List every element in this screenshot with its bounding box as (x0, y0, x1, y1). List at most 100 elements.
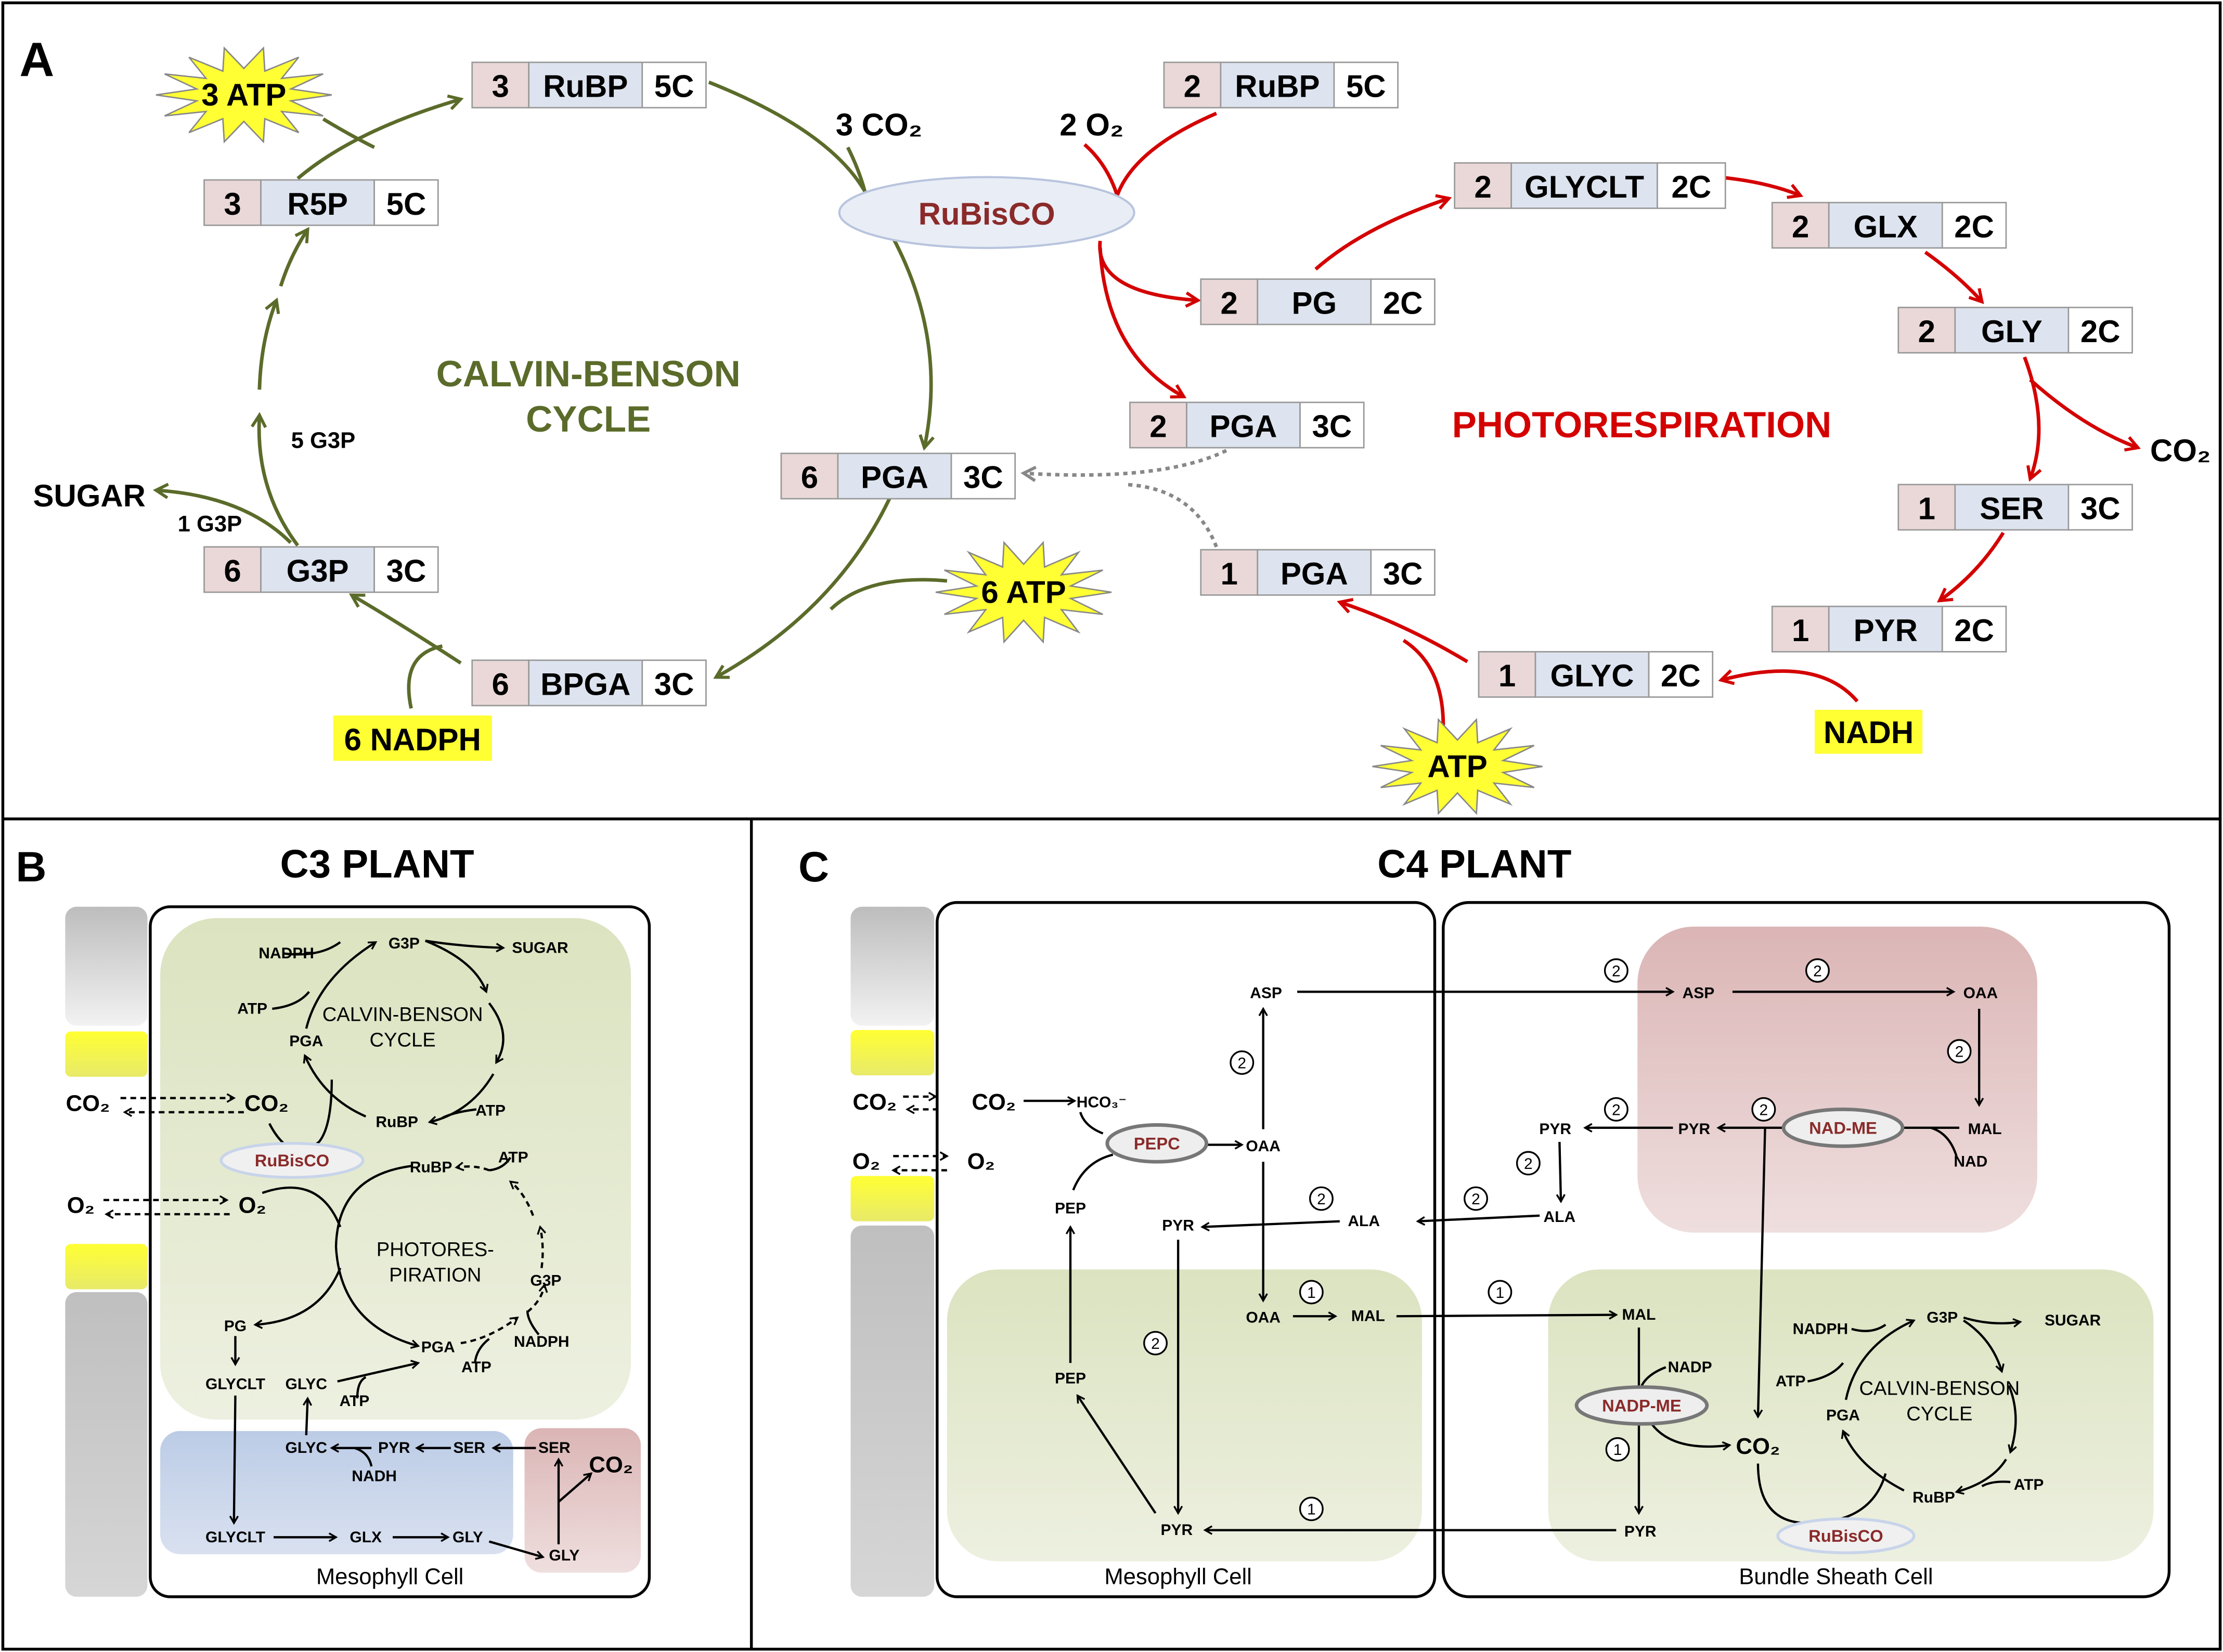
calvin-cycle-title: CYCLE (526, 399, 651, 440)
recycle-arrow (1127, 483, 1218, 548)
metabolite-name: PGA (1210, 409, 1277, 444)
pathway-marker-icon (1299, 1280, 1324, 1305)
reaction-arrow (1396, 1310, 1618, 1320)
metabolite-count: 1 (1221, 556, 1238, 591)
panel-letter: C (798, 843, 829, 891)
calvin-arrow (296, 94, 464, 180)
metabolite-label: PIRATION (389, 1264, 481, 1286)
count-cell (1454, 162, 1513, 209)
pathway-marker-label: 1 (1307, 1284, 1316, 1302)
carbon-count: 5C (654, 69, 694, 104)
metabolite-label: ATP (1776, 1373, 1806, 1390)
reaction-arrow (1416, 1214, 1540, 1226)
metabolite-label: ATP (498, 1149, 528, 1166)
sugar-label: SUGAR (33, 478, 146, 513)
reaction-arrow (1963, 1316, 2022, 1328)
metabolite-name: GLYC (1550, 658, 1634, 693)
carbon-count: 3C (2080, 491, 2121, 526)
metabolite-label: SUGAR (2045, 1312, 2101, 1329)
metabolite-label: ALA (1348, 1213, 1380, 1230)
cell-label: Mesophyll Cell (316, 1565, 464, 1590)
panel-letter: A (19, 32, 54, 86)
pathway-marker-icon (1805, 958, 1830, 983)
metabolite-label: NADPH (514, 1333, 570, 1350)
cell-label: Bundle Sheath Cell (1739, 1565, 1933, 1590)
nadh-label: NADH (1824, 715, 1914, 750)
pathway-marker-icon (1143, 1331, 1168, 1356)
metabolite-label: CO₂ (852, 1090, 897, 1115)
metabolite-label: NADP (1668, 1359, 1712, 1376)
metabolite-label: OAA (1246, 1309, 1281, 1326)
count-cell (471, 659, 530, 707)
rubisco-enzyme (219, 1142, 365, 1179)
photorespiration-arrow (1337, 597, 1468, 664)
pathway-marker-icon (1309, 1186, 1334, 1211)
co2-label: 3 CO₂ (836, 107, 923, 142)
metabolite-name: R5P (287, 187, 348, 222)
calvin-arrow (279, 227, 309, 287)
pathway-marker-label: 1 (1307, 1501, 1316, 1518)
metabolite-box (1897, 484, 2133, 531)
count-cell (1478, 651, 1536, 698)
pathway-marker-icon (1604, 1097, 1629, 1122)
metabolite-box (1454, 162, 1726, 209)
photorespiration-arrow (1936, 531, 2005, 603)
metabolite-label: MAL (1968, 1121, 2002, 1138)
reaction-arrow (302, 1396, 313, 1436)
metabolite-count: 1 (1498, 658, 1516, 693)
membrane-gray (65, 906, 148, 1026)
photorespiration-arrow (1314, 194, 1452, 271)
reaction-arrow (253, 1267, 342, 1329)
calvin-arrow (250, 412, 300, 547)
metabolite-label: CO₂ (589, 1452, 633, 1477)
reaction-arrow (473, 1338, 490, 1363)
photorespiration-arrow (1402, 639, 1445, 726)
metabolite-label: CALVIN-BENSON (1859, 1377, 2020, 1400)
reaction-arrow (354, 1447, 373, 1467)
metabolite-label: O₂ (239, 1193, 266, 1218)
carbon-count: 3C (963, 460, 1003, 495)
metabolite-box (780, 452, 1016, 500)
reaction-arrow (283, 941, 341, 956)
rubisco-label: RuBisCO (1808, 1526, 1883, 1545)
photorespiration-arrow (1718, 669, 1859, 703)
reaction-arrow (1650, 1423, 1731, 1451)
carbon-cell (1333, 61, 1399, 109)
metabolite-label: ATP (461, 1359, 492, 1376)
metabolite-label: PEP (1055, 1370, 1086, 1387)
metabolite-count: 6 (801, 460, 818, 495)
rubisco-label: RuBisCO (255, 1151, 330, 1170)
reaction-arrow (1930, 1126, 1958, 1157)
metabolite-label: PYR (1539, 1121, 1571, 1138)
name-cell (1828, 202, 1943, 249)
pathway-marker-label: 2 (1612, 962, 1621, 980)
name-cell (1828, 605, 1943, 653)
metabolite-label: PHOTORES- (377, 1239, 494, 1261)
photorespiration-arrow (1115, 111, 1218, 197)
pathway-marker-icon (1605, 1437, 1630, 1462)
metabolite-box (1771, 605, 2007, 653)
metabolite-count: 2 (1792, 209, 1809, 244)
metabolite-label: OAA (1246, 1138, 1281, 1155)
reaction-arrow (488, 1002, 505, 1064)
peroxisome (160, 1430, 513, 1554)
metabolite-name: RuBP (543, 69, 628, 104)
carbon-count: 2C (1661, 658, 1701, 693)
metabolite-label: PYR (1161, 1521, 1193, 1539)
metabolite-label: ALA (1544, 1208, 1576, 1226)
count-cell (1771, 605, 1830, 653)
panel-title: C3 PLANT (280, 842, 474, 887)
metabolite-label: SER (453, 1439, 485, 1456)
metabolite-name: PG (1291, 286, 1337, 321)
calvin-arrow (322, 117, 376, 149)
name-cell (1257, 278, 1372, 326)
carbon-count: 3C (1383, 556, 1423, 591)
mitochondrion (1637, 926, 2037, 1233)
nadp-me-enzyme-label: NADP-ME (1602, 1396, 1682, 1415)
reaction-arrow (1072, 1153, 1114, 1191)
recycle-arrow (1020, 449, 1227, 482)
carbon-cell (1370, 549, 1436, 596)
reaction-arrow (337, 1360, 420, 1383)
stomata-yellow (65, 1244, 148, 1290)
reaction-arrow (460, 1316, 519, 1345)
